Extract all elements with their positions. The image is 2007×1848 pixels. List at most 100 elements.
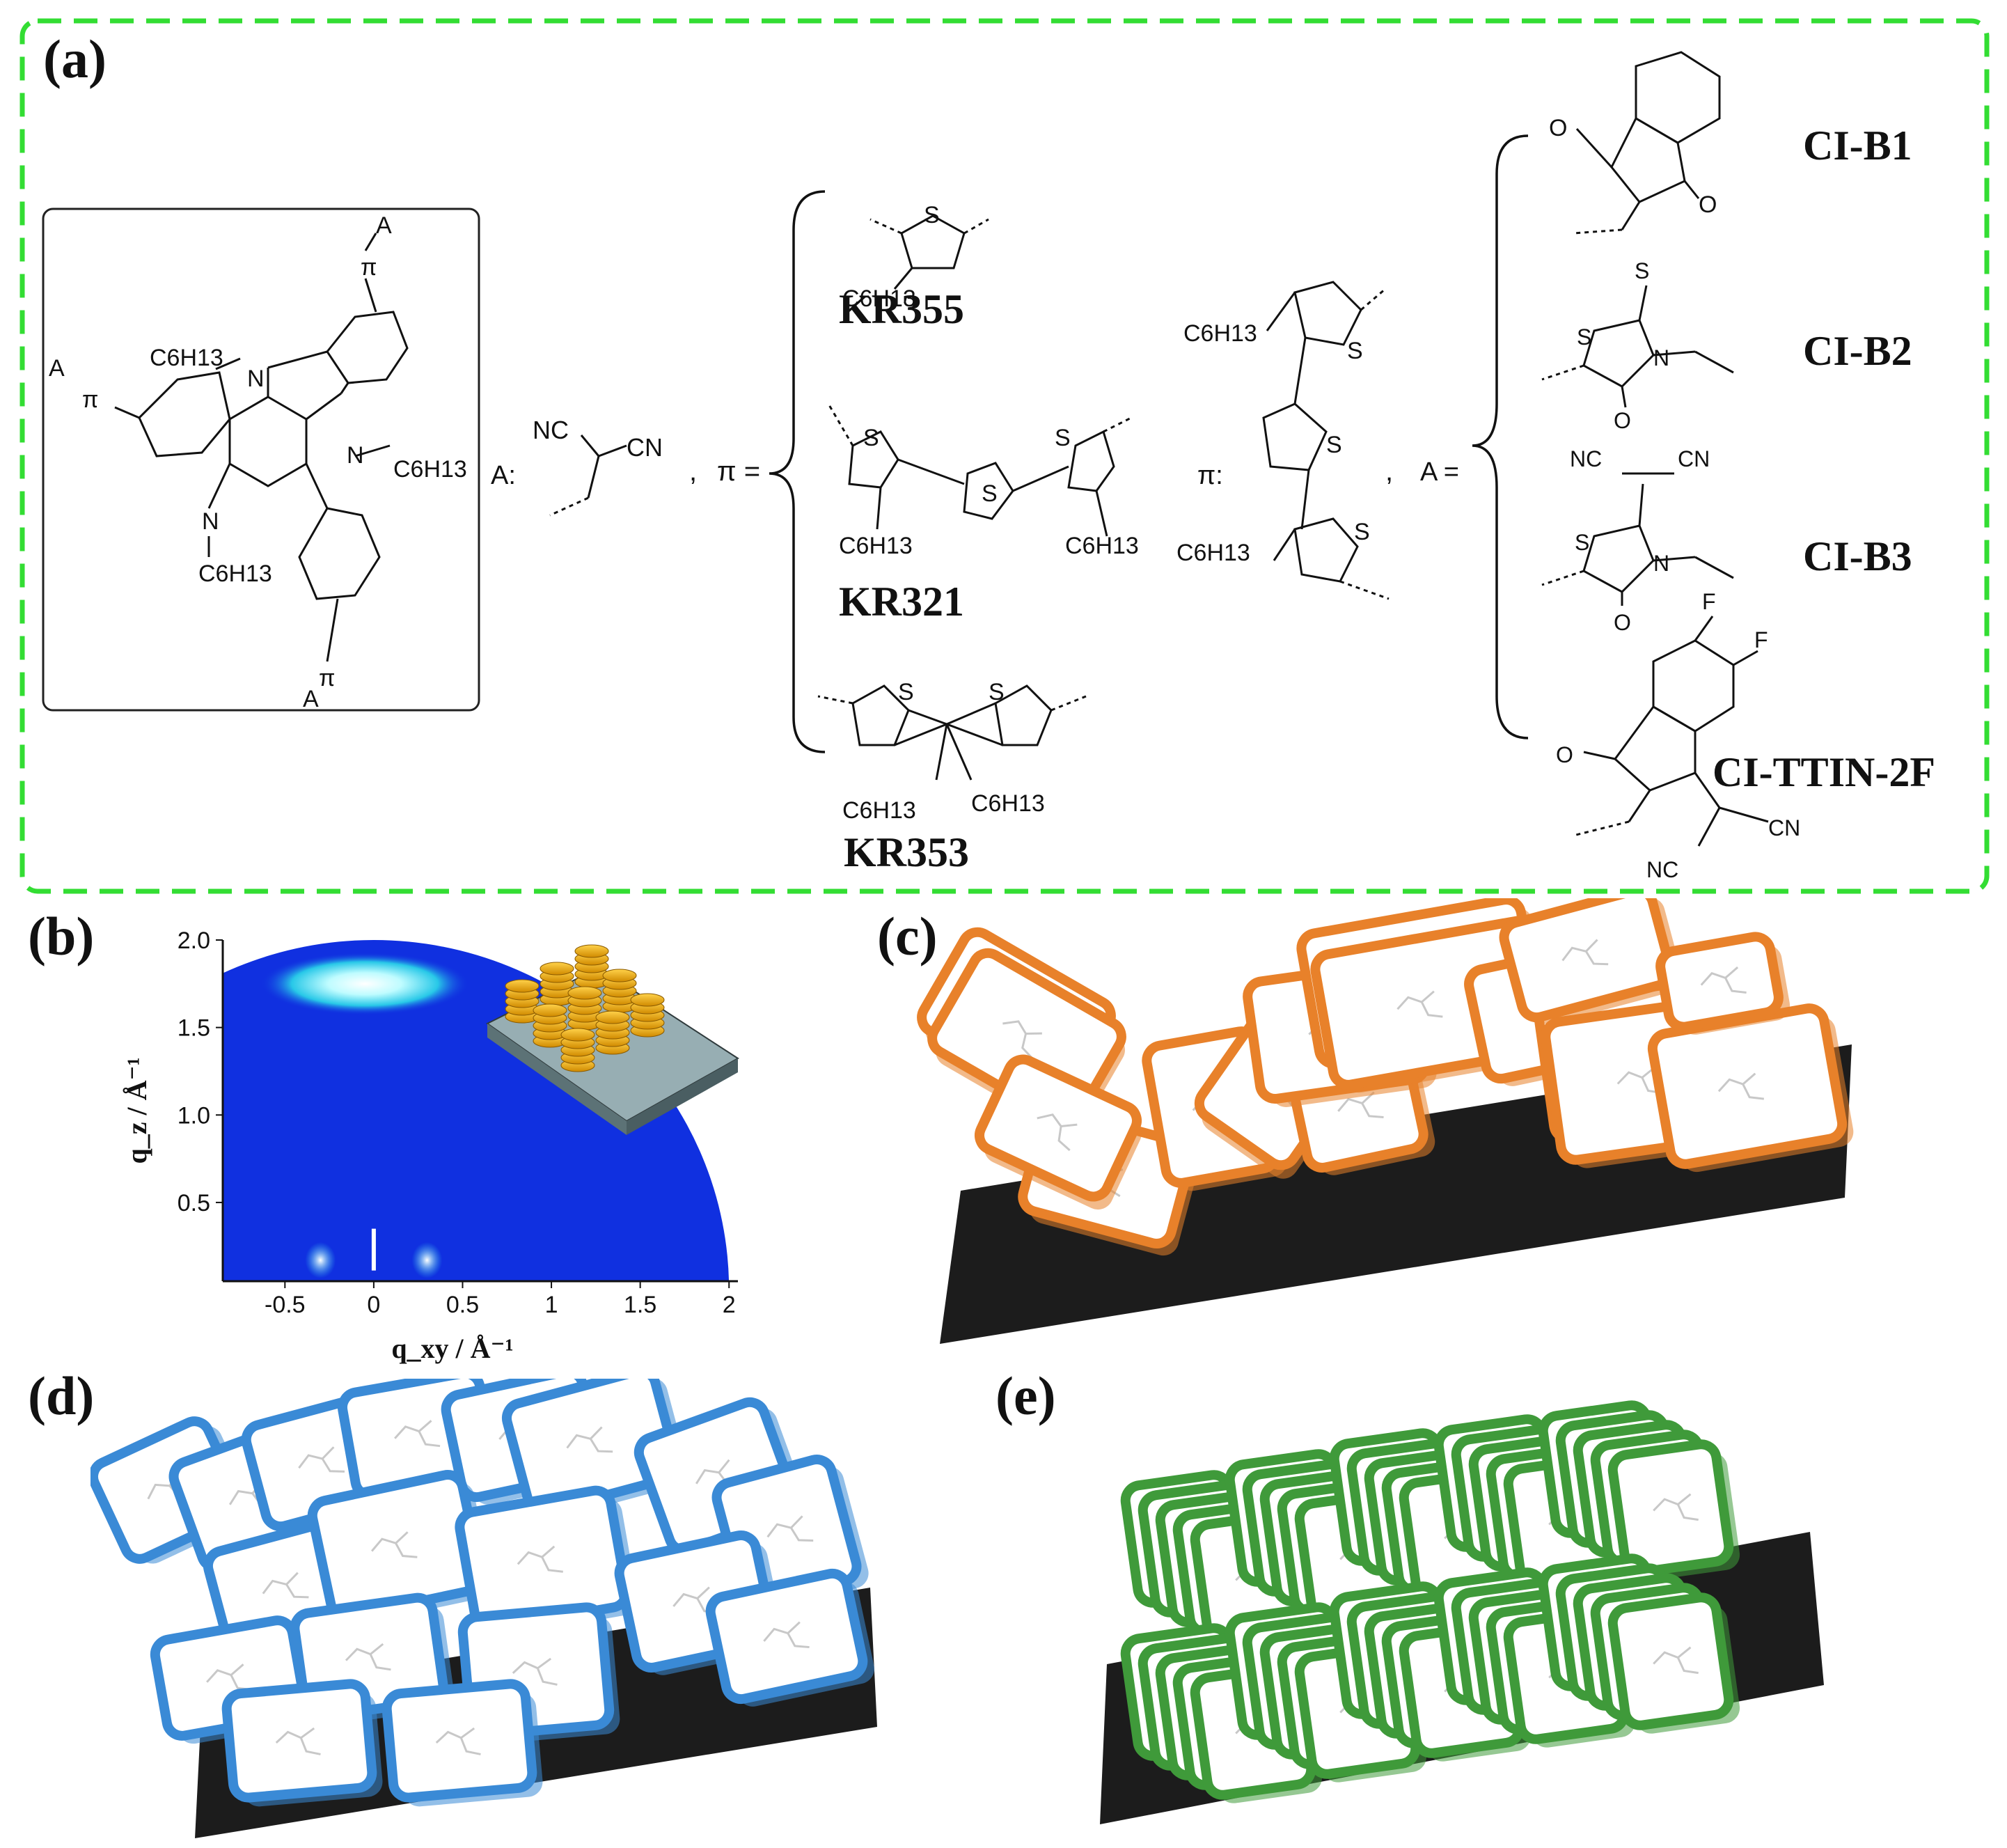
blue-tile-17: [381, 1679, 543, 1807]
acceptor-label: A:: [491, 461, 516, 490]
mid-s1: S: [1347, 338, 1363, 364]
a-brace: [1472, 134, 1529, 739]
panel-label-d: (d): [28, 1365, 95, 1426]
kr353-s2: S: [989, 679, 1005, 705]
acceptor-ci-b1: CI-B1: [1803, 123, 1912, 169]
green-tile-l1-c4-k4: [1607, 1592, 1740, 1734]
panel-label-e: (e): [995, 1365, 1056, 1426]
pi-colon-label: π:: [1197, 461, 1223, 490]
blue-tile-9: [307, 1470, 493, 1624]
core-N-2: N: [347, 442, 364, 469]
panel-label-c: (c): [877, 906, 938, 966]
ci-ttin-bonds: [1573, 616, 1769, 847]
acceptor-ci-ttin-2f: CI-TTIN-2F: [1713, 749, 1936, 795]
acceptor-cn: CN: [627, 433, 663, 462]
kr321-s1: S: [863, 425, 879, 451]
a-eq-label: A =: [1420, 457, 1459, 487]
inset-disk: [595, 1010, 630, 1024]
donor-kr321: KR321: [839, 579, 964, 625]
mid-hexyl-2: C6H13: [1176, 540, 1250, 566]
inset-disk: [567, 986, 602, 1000]
donor-kr353: KR353: [844, 829, 969, 875]
inset-disk: [560, 1028, 595, 1042]
inset-disk: [505, 979, 540, 993]
core-sub-3: C6H13: [198, 561, 272, 587]
core-label-pi-top: π: [361, 254, 377, 281]
inset-disk: [630, 993, 665, 1007]
inset-disk: [574, 944, 609, 958]
core-N-1: N: [247, 366, 265, 392]
kr353-hexyl-2: C6H13: [971, 790, 1045, 817]
y-axis-label: q_z / Å⁻¹: [121, 1057, 152, 1164]
x-tick-label: 0: [367, 1292, 380, 1318]
acceptor-nc: NC: [533, 416, 569, 444]
x-tick-label: 0.5: [446, 1292, 479, 1318]
pi-brace: [769, 190, 826, 753]
kr321-bonds: [827, 403, 1132, 537]
core-sub-1: C6H13: [150, 345, 223, 371]
kr355-bonds: [869, 214, 989, 290]
ci-b1-bonds: [1573, 51, 1721, 235]
core-bonds: [114, 233, 409, 662]
mid-s3: S: [1354, 519, 1370, 545]
comma-2: ,: [1385, 456, 1393, 487]
y-tick-label: 2.0: [178, 927, 210, 954]
ci-ttin-cn: CN: [1768, 815, 1800, 840]
ci-b3-s: S: [1575, 530, 1589, 555]
x-tick-label: 1: [545, 1292, 558, 1318]
middle-pi-bonds: [1262, 281, 1390, 600]
ci-b1-o1: O: [1549, 115, 1567, 141]
blue-tile-12: [705, 1568, 874, 1707]
ci-b2-n: N: [1653, 345, 1669, 370]
mid-s2: S: [1326, 432, 1342, 458]
x-axis-label: q_xy / Å⁻¹: [391, 1333, 513, 1364]
core-N-3: N: [202, 508, 219, 535]
dicyanovinyl-bonds: [549, 434, 627, 517]
donor-kr355: KR355: [839, 286, 964, 332]
orange-tile-13: [1647, 1003, 1854, 1173]
acceptor-ci-b3: CI-B3: [1803, 533, 1912, 579]
ci-b3-nc: NC: [1570, 446, 1602, 471]
ci-b2-s-thione: S: [1635, 258, 1649, 283]
giwaxs-beamstop-streak: [371, 1228, 376, 1271]
blue-tile-10: [455, 1485, 638, 1637]
x-tick-label: -0.5: [265, 1292, 306, 1318]
ci-b3-cn: CN: [1678, 446, 1710, 471]
ci-ttin-f1: F: [1702, 589, 1716, 614]
y-tick-label: 1.0: [178, 1102, 210, 1129]
kr321-hexyl-2: C6H13: [1065, 533, 1139, 559]
kr355-hexyl: C6H13: [842, 285, 916, 312]
ci-b2-bonds: [1541, 285, 1734, 408]
inset-disk: [540, 962, 574, 976]
core-label-A-left: A: [49, 355, 65, 382]
ci-ttin-o: O: [1556, 742, 1573, 767]
ci-b3-bonds: [1541, 472, 1734, 606]
ci-ttin-f2: F: [1754, 627, 1768, 652]
acceptor-ci-b2: CI-B2: [1803, 328, 1912, 374]
core-label-A-bottom: A: [303, 686, 319, 712]
kr321-hexyl-1: C6H13: [839, 533, 913, 559]
blue-tile-16: [221, 1679, 383, 1807]
core-label-pi-bottom: π: [319, 665, 335, 691]
x-tick-label: 1.5: [624, 1292, 656, 1318]
kr353-s1: S: [898, 679, 914, 705]
orange-tile-14: [1499, 898, 1683, 1025]
packing-illustration-e: [1100, 1400, 1824, 1824]
x-tick-label: 2: [723, 1292, 736, 1318]
ci-b3-n: N: [1653, 551, 1669, 576]
pi-eq-label: π =: [717, 456, 760, 487]
kr353-hexyl-1: C6H13: [842, 797, 916, 824]
packing-illustration-c: [917, 898, 1854, 1344]
ci-b3-o: O: [1614, 610, 1631, 635]
ci-b1-o2: O: [1699, 191, 1717, 218]
core-label-pi-left: π: [82, 386, 98, 413]
kr321-s2: S: [982, 480, 998, 507]
comma-1: ,: [689, 456, 697, 487]
orange-tile-15: [1655, 932, 1790, 1035]
panel-a-structures: A π A π C6H13 N N C6H13 N C6H13 π A A: N…: [19, 18, 1990, 894]
inset-disk: [602, 969, 637, 982]
core-label-A-top: A: [376, 212, 392, 239]
green-tile-l0-c4-k4: [1607, 1439, 1740, 1581]
